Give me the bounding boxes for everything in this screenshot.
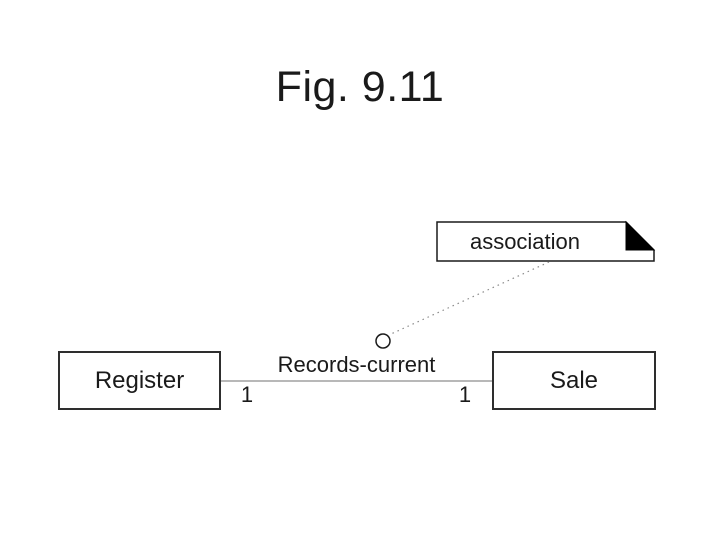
class-box-sale: Sale: [492, 351, 656, 410]
note-label: association: [469, 228, 581, 254]
multiplicity-right-label: 1: [458, 382, 472, 407]
association-name-label: Records-current: [277, 352, 436, 377]
multiplicity-left-label: 1: [240, 382, 254, 407]
class-box-register: Register: [58, 351, 221, 410]
note-fold-icon: [625, 220, 656, 251]
figure-title: Fig. 9.11: [275, 63, 445, 111]
uml-note-shape: [436, 221, 655, 262]
note-anchor-dotted-line: [390, 261, 550, 335]
association-anchor-circle: [375, 333, 391, 349]
class-name-label: Register: [94, 366, 185, 394]
class-name-label: Sale: [549, 366, 599, 394]
association-line: [221, 380, 492, 382]
